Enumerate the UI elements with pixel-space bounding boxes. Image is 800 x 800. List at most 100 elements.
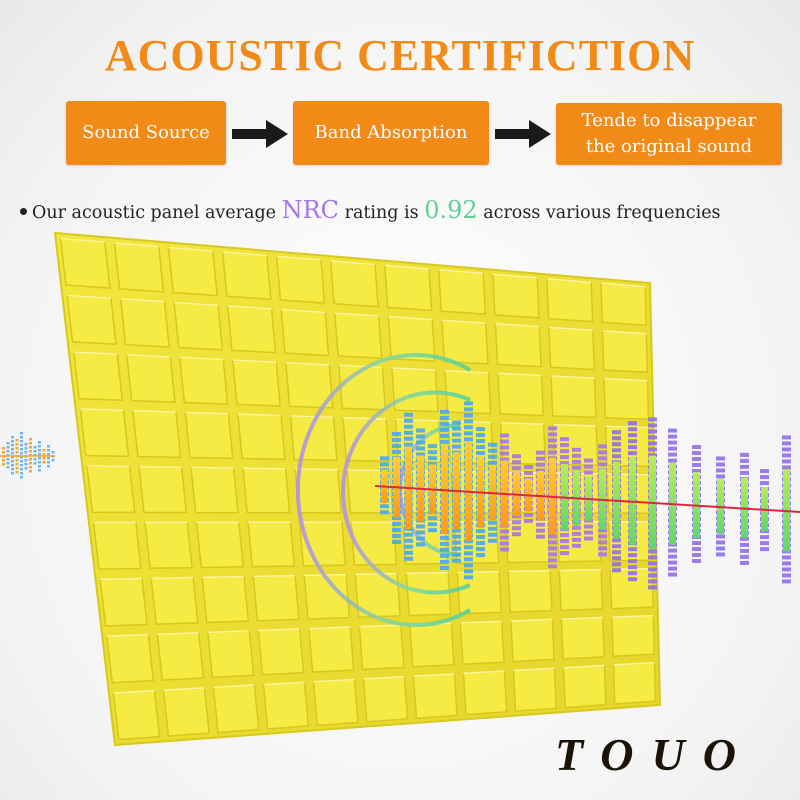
signal-segment <box>20 464 23 467</box>
eq-segment <box>428 516 437 521</box>
eq-segment <box>628 421 637 426</box>
arrow-right-icon <box>495 120 551 148</box>
eq-segment <box>598 540 607 545</box>
eq-segment <box>668 452 677 457</box>
foam-tile-highlight <box>438 269 484 275</box>
signal-segment <box>20 468 23 471</box>
eq-segment <box>440 409 449 414</box>
signal-segment <box>29 446 32 449</box>
signal-segment <box>15 447 19 450</box>
foam-tile-highlight <box>613 661 655 666</box>
foam-tile <box>252 574 300 622</box>
signal-segment <box>11 472 14 475</box>
signal-segment <box>38 445 41 448</box>
signal-segment <box>6 462 10 465</box>
eq-segment <box>548 546 557 551</box>
eq-segment <box>760 541 769 546</box>
eq-segment <box>464 563 473 568</box>
foam-tile <box>494 322 542 368</box>
eq-segment <box>612 454 621 459</box>
eq-segment <box>404 442 413 447</box>
foam-tile-highlight <box>253 574 296 578</box>
eq-segment <box>782 567 791 572</box>
eq-segment <box>548 564 557 569</box>
eq-segment <box>612 436 621 441</box>
eq-segment <box>392 432 401 437</box>
eq-segment <box>428 450 437 455</box>
eq-segment <box>572 537 581 542</box>
foam-tile <box>391 367 439 413</box>
signal-segment <box>2 447 5 450</box>
eq-segment <box>536 468 545 473</box>
eq-segment <box>536 450 545 455</box>
step-disappear-line1: Tende to disappear <box>581 110 757 131</box>
eq-segment <box>524 518 533 523</box>
foam-tile-highlight <box>285 361 330 366</box>
foam-tile <box>492 273 540 319</box>
eq-segment <box>628 559 637 564</box>
eq-segment <box>648 435 657 440</box>
signal-segment <box>51 459 55 462</box>
foam-tile <box>119 298 171 348</box>
foam-tile <box>105 633 155 684</box>
foam-tile-highlight <box>457 570 500 574</box>
eq-segment <box>476 529 485 534</box>
foam-tile <box>601 330 649 374</box>
signal-segment <box>38 441 41 444</box>
eq-segment <box>598 462 607 467</box>
eq-segment <box>572 543 581 548</box>
eq-segment <box>692 553 701 558</box>
foam-tile <box>562 664 607 709</box>
signal-segment <box>15 439 19 442</box>
eq-segment <box>452 426 461 431</box>
foam-tile-highlight <box>611 614 654 618</box>
eq-segment <box>548 540 557 545</box>
signal-segment <box>24 443 28 446</box>
signal-segment <box>11 460 14 463</box>
eq-segment <box>740 458 749 463</box>
signal-segment <box>47 457 50 460</box>
signal-segment <box>38 453 41 456</box>
eq-segment <box>648 579 657 584</box>
eq-segment <box>404 538 413 543</box>
foam-tile-highlight <box>508 569 551 573</box>
eq-segment <box>548 534 557 539</box>
foam-tile <box>86 464 136 514</box>
foam-tile-highlight <box>604 377 648 382</box>
signal-segment <box>11 452 14 455</box>
foam-tile-highlight <box>441 319 486 324</box>
eq-segment <box>628 451 637 456</box>
eq-segment <box>628 445 637 450</box>
eq-segment <box>648 417 657 422</box>
eq-segment <box>740 548 749 553</box>
eq-segment <box>584 470 593 475</box>
foam-tile-highlight <box>395 418 439 422</box>
eq-segment <box>380 462 389 467</box>
foam-tile-highlight <box>207 630 250 634</box>
foam-tile <box>308 626 355 673</box>
eq-segment <box>716 462 725 467</box>
eq-segment <box>488 454 497 459</box>
signal-segment <box>24 459 28 462</box>
eq-segment <box>668 458 677 463</box>
foam-tile <box>362 675 409 723</box>
page-title: ACOUSTIC CERTIFICTION <box>104 31 696 80</box>
eq-segment <box>668 572 677 577</box>
eq-segment <box>692 547 701 552</box>
eq-segment <box>500 547 509 552</box>
eq-segment <box>612 556 621 561</box>
eq-segment <box>648 429 657 434</box>
foam-tile-highlight <box>413 673 455 677</box>
eq-segment <box>464 551 473 556</box>
eq-segment <box>648 561 657 566</box>
incoming-sound-signal <box>0 432 55 479</box>
foam-tile <box>546 277 594 323</box>
eq-segment <box>668 440 677 445</box>
eq-segment <box>440 439 449 444</box>
eq-segment <box>464 407 473 412</box>
eq-segment <box>598 546 607 551</box>
eq-segment <box>740 560 749 565</box>
eq-segment <box>598 450 607 455</box>
foam-tile-highlight <box>232 359 277 363</box>
nrc-value: 0.92 <box>424 196 478 224</box>
